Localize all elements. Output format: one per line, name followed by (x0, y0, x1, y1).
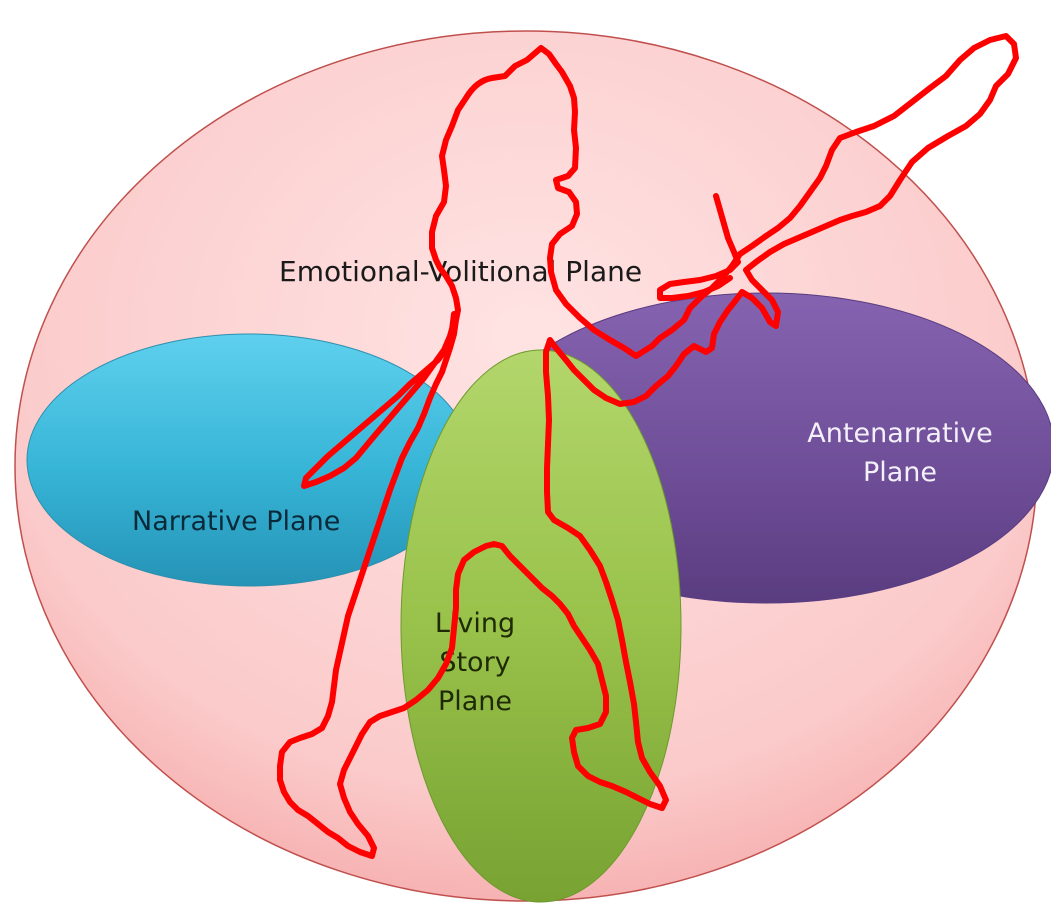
antenarrative-label-line2: Plane (863, 457, 937, 488)
antenarrative-label-line1: Antenarrative (807, 418, 992, 449)
narrative-plane-label: Narrative Plane (132, 506, 340, 537)
living-story-label-line1: Living (435, 608, 515, 639)
emotional-volitional-label: Emotional-Volitional Plane (279, 255, 642, 288)
living-story-label-line3: Plane (438, 686, 512, 717)
